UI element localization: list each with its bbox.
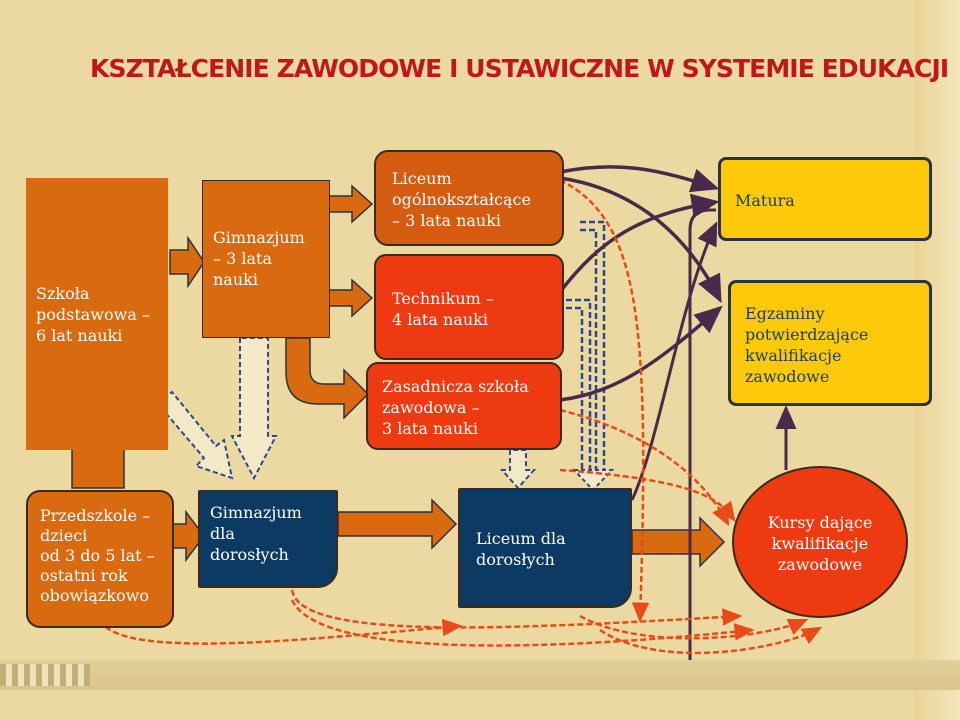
node-gimnazjum-doroslych: Gimnazjum dla dorosłych (198, 490, 338, 588)
liceum-doroslych-to-matura (630, 221, 718, 501)
slide-title: KSZTAŁCENIE ZAWODOWE I USTAWICZNE W SYST… (90, 54, 949, 83)
node-gimnazjum: Gimnazjum – 3 lata nauki (202, 180, 330, 338)
vertical-connector-to-matura (688, 208, 716, 660)
decorative-bottom-band (0, 660, 960, 690)
node-gimnazjum-label: Gimnazjum – 3 lata nauki (213, 228, 305, 289)
node-liceum-doroslych-label: Liceum dla dorosłych (476, 529, 566, 569)
block-arrow-podstawowa-gimnazjum (169, 235, 205, 289)
dashed-arrow-podstawowa-down (156, 390, 234, 480)
dashed-arrow-liceum-down (566, 220, 606, 470)
node-szkola-podstawowa: Szkoła podstawowa – 6 lat nauki (26, 178, 168, 450)
node-przedszkole: Przedszkole – dzieci od 3 do 5 lat – ost… (26, 490, 174, 628)
dashed-arrow-zasadnicza-down (499, 449, 537, 490)
node-liceum-label: Liceum ogólnokształcące – 3 lata nauki (392, 169, 531, 230)
block-arrow-gimnazjum-liceum (323, 184, 374, 224)
node-technikum-label: Technikum – 4 lata nauki (392, 289, 494, 329)
node-egzaminy-label: Egzaminy potwierdzające kwalifikacje zaw… (745, 304, 869, 386)
node-liceum: Liceum ogólnokształcące – 3 lata nauki (374, 150, 564, 246)
node-matura-label: Matura (735, 191, 795, 210)
red-dashed-arrows (98, 178, 823, 655)
block-arrow-gimnazjum-technikum (323, 278, 374, 318)
node-technikum: Technikum – 4 lata nauki (374, 254, 564, 360)
node-egzaminy: Egzaminy potwierdzające kwalifikacje zaw… (728, 280, 932, 406)
curved-arrows-to-exams (558, 165, 723, 402)
decorative-bottom-stripes (0, 664, 90, 686)
block-arrow-liceum-doroslych-kursy (631, 516, 726, 568)
node-szkola-podstawowa-label: Szkoła podstawowa – 6 lat nauki (36, 283, 150, 345)
node-kursy-label: Kursy dające kwalifikacje zawodowe (767, 513, 873, 574)
dashed-arrow-gimnazjum-down (230, 337, 278, 481)
node-gimnazjum-doroslych-label: Gimnazjum dla dorosłych (210, 503, 302, 564)
node-przedszkole-label: Przedszkole – dzieci od 3 do 5 lat – ost… (40, 506, 155, 605)
block-arrow-gimnazjum-liceum-doroslych (337, 498, 458, 550)
node-matura: Matura (718, 157, 932, 241)
block-arrow-przedszkole-gimnazjum-doroslych-2 (171, 509, 205, 563)
node-zasadnicza-label: Zasadnicza szkoła zawodowa – 3 lata nauk… (382, 377, 529, 438)
node-kursy: Kursy dające kwalifikacje zawodowe (732, 466, 908, 618)
block-arrow-gimnazjum-zasadnicza (285, 337, 370, 420)
node-liceum-doroslych: Liceum dla dorosłych (458, 488, 632, 608)
node-zasadnicza: Zasadnicza szkoła zawodowa – 3 lata nauk… (366, 362, 562, 450)
